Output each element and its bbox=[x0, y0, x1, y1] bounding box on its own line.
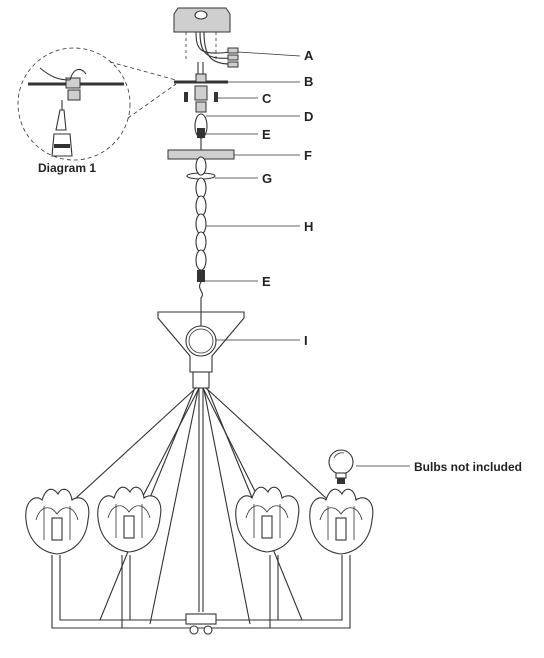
label-e-upper: E bbox=[262, 127, 271, 142]
diagram-1-caption: Diagram 1 bbox=[38, 161, 96, 175]
funnel-body bbox=[157, 311, 245, 389]
hook-loop bbox=[194, 101, 208, 152]
label-f: F bbox=[304, 148, 312, 163]
lotus-cup-3 bbox=[235, 486, 300, 553]
base-frame bbox=[51, 555, 351, 635]
lotus-cup-2 bbox=[97, 486, 162, 553]
label-i: I bbox=[304, 333, 308, 348]
label-e-lower: E bbox=[262, 274, 271, 289]
chain bbox=[195, 156, 207, 312]
chandelier-arms bbox=[51, 387, 351, 625]
mounting-screws bbox=[184, 85, 218, 102]
crossbar bbox=[174, 73, 228, 84]
label-a: A bbox=[304, 48, 314, 63]
wires bbox=[195, 31, 239, 80]
label-g: G bbox=[262, 171, 272, 186]
label-c: C bbox=[262, 91, 272, 106]
bulb-icon bbox=[328, 449, 354, 484]
label-b: B bbox=[304, 74, 313, 89]
label-d: D bbox=[304, 109, 313, 124]
label-h: H bbox=[304, 219, 313, 234]
leader-lines bbox=[205, 51, 410, 467]
lotus-cup-4 bbox=[309, 488, 374, 555]
canopy bbox=[173, 7, 231, 62]
lotus-cup-1 bbox=[25, 488, 90, 555]
bulbs-note: Bulbs not included bbox=[414, 460, 522, 474]
diagram-1-inset bbox=[17, 47, 177, 161]
